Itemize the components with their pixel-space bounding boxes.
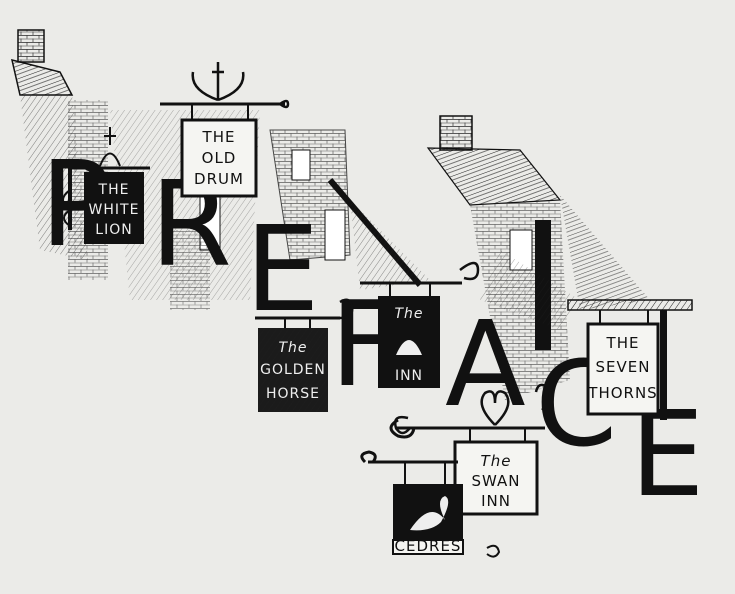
golden-horse-line-1: The: [278, 340, 307, 356]
old-drum-line-3: DRUM: [194, 170, 244, 188]
title-letter-a: A: [445, 295, 526, 433]
middle-building: [269, 129, 430, 290]
sign-golden-horse: The GOLDEN HORSE: [255, 298, 354, 412]
swan-icon: [410, 496, 449, 531]
white-lion-line-1: THE: [98, 182, 130, 198]
old-drum-line-1: THE: [202, 128, 236, 146]
swan-inn-line-3: INN: [481, 492, 511, 510]
bell-icon: [396, 340, 422, 355]
golden-horse-line-3: HORSE: [266, 386, 320, 402]
sign-swan-inn: The SWAN INN: [389, 390, 545, 516]
swan-picture-board: [393, 484, 463, 540]
title-letter-e1: E: [245, 200, 320, 338]
sign-seven-thorns: THE SEVEN THORNS: [586, 310, 660, 416]
white-lion-board: [84, 172, 144, 244]
inn-line-1: The: [394, 306, 423, 322]
swan-inn-board: [453, 440, 539, 516]
old-drum-line-2: OLD: [202, 149, 237, 167]
seven-thorns-line-2: SEVEN: [596, 358, 651, 376]
sign-swan-picture: CEDRES: [360, 450, 501, 558]
sign-white-lion: THE WHITE LION: [62, 127, 150, 244]
old-drum-board: [180, 118, 258, 198]
right-building: [426, 115, 693, 420]
sign-old-drum: THE OLD DRUM: [160, 62, 290, 198]
swan-inn-line-1: The: [481, 452, 512, 470]
white-lion-line-2: WHITE: [89, 202, 140, 218]
seven-thorns-line-1: THE: [606, 334, 640, 352]
white-lion-line-3: LION: [95, 222, 132, 238]
ironwork-scrolls: [394, 383, 552, 435]
swan-plaque-label: CEDRES: [395, 537, 462, 555]
seven-thorns-board: [586, 322, 660, 416]
seven-thorns-line-3: THORNS: [587, 384, 657, 402]
sign-the-inn: The INN: [360, 261, 480, 388]
inn-line-2: INN: [395, 368, 423, 384]
swan-inn-line-2: SWAN: [471, 472, 520, 490]
golden-horse-line-2: GOLDEN: [260, 362, 326, 378]
